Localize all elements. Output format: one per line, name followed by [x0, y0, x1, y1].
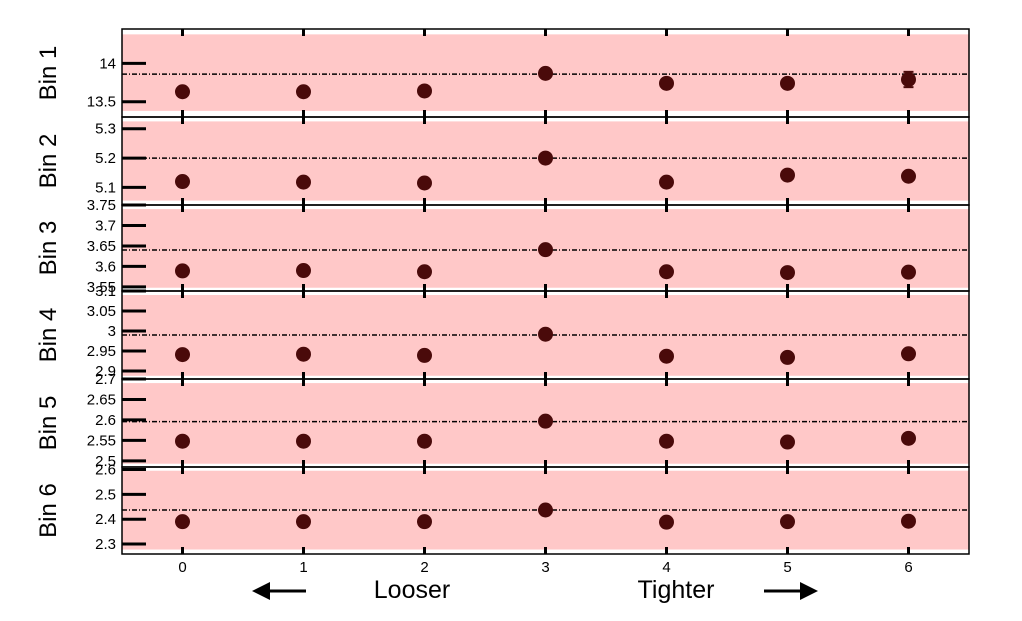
- data-point: [417, 514, 432, 530]
- y-tick-label: 2.9: [95, 363, 116, 380]
- data-point: [901, 430, 916, 446]
- y-tick-label: 3.6: [95, 258, 116, 275]
- data-point: [659, 348, 674, 364]
- bin-label: Bin 1: [35, 46, 62, 101]
- y-tick-label: 2.6: [95, 461, 116, 478]
- data-point: [538, 502, 553, 518]
- data-point: [659, 514, 674, 530]
- bin-label: Bin 4: [35, 308, 62, 363]
- data-point: [538, 326, 553, 342]
- data-point: [780, 434, 795, 450]
- data-point: [296, 84, 311, 100]
- y-tick-label: 3.1: [95, 283, 116, 300]
- x-tick-label: 1: [299, 559, 307, 576]
- y-tick-label: 5.1: [95, 179, 116, 196]
- data-point: [417, 433, 432, 449]
- tighter-label: Tighter: [638, 576, 715, 604]
- data-point: [780, 167, 795, 183]
- x-tick-label: 6: [904, 559, 912, 576]
- y-tick-label: 2.6: [95, 412, 116, 429]
- data-point: [659, 174, 674, 190]
- data-point: [175, 84, 190, 100]
- data-point: [659, 433, 674, 449]
- data-point: [901, 168, 916, 184]
- data-point: [417, 264, 432, 280]
- y-tick-label: 2.4: [95, 511, 116, 528]
- looser-label: Looser: [374, 576, 450, 604]
- data-point: [538, 413, 553, 429]
- bin-label: Bin 6: [35, 483, 62, 538]
- right-arrow-icon: [764, 582, 818, 600]
- data-point: [175, 514, 190, 530]
- data-point: [538, 150, 553, 166]
- y-tick-label: 3.05: [87, 303, 116, 320]
- y-tick-label: 2.5: [95, 486, 116, 503]
- footer: Looser Tighter: [252, 576, 818, 604]
- x-tick-label: 4: [662, 559, 670, 576]
- bin-label: Bin 3: [35, 221, 62, 276]
- x-tick-label: 3: [541, 559, 549, 576]
- data-point: [296, 514, 311, 530]
- y-tick-label: 2.7: [95, 371, 116, 388]
- y-tick-label: 2.65: [87, 391, 116, 408]
- data-point: [659, 75, 674, 91]
- y-tick-label: 2.55: [87, 432, 116, 449]
- x-tick-label: 5: [783, 559, 791, 576]
- data-point: [175, 347, 190, 363]
- data-point: [296, 346, 311, 362]
- left-arrow-icon: [252, 582, 306, 600]
- bin-label: Bin 5: [35, 396, 62, 451]
- y-tick-label: 5.2: [95, 150, 116, 167]
- y-tick-label: 3.55: [87, 279, 116, 296]
- data-point: [296, 433, 311, 449]
- data-point: [417, 83, 432, 99]
- y-tick-label: 13.5: [87, 94, 116, 111]
- data-point: [417, 175, 432, 191]
- y-tick-label: 14: [99, 55, 116, 72]
- y-tick-label: 2.95: [87, 343, 116, 360]
- y-tick-label: 2.5: [95, 453, 116, 470]
- y-tick-label: 2.3: [95, 536, 116, 553]
- data-point: [659, 264, 674, 280]
- y-tick-label: 3.7: [95, 217, 116, 234]
- y-tick-label: 3.65: [87, 238, 116, 255]
- data-point: [901, 264, 916, 280]
- data-point: [780, 265, 795, 281]
- y-tick-label: 3: [108, 323, 116, 340]
- x-axis: 0 1 2 3 4 5 6: [178, 559, 912, 576]
- panel-1: 13.5 14 Bin 1: [35, 28, 970, 118]
- data-point: [780, 514, 795, 530]
- data-point: [175, 263, 190, 279]
- data-point: [175, 174, 190, 190]
- data-point: [538, 242, 553, 258]
- data-point: [901, 346, 916, 362]
- data-point: [296, 263, 311, 279]
- y-tick-label: 3.75: [87, 197, 116, 214]
- data-point: [417, 347, 432, 363]
- data-point: [901, 513, 916, 529]
- data-point: [175, 433, 190, 449]
- x-tick-label: 2: [420, 559, 428, 576]
- bin-label: Bin 2: [35, 134, 62, 189]
- x-tick-label: 0: [178, 559, 186, 576]
- panel-frame: [121, 466, 970, 555]
- data-point: [780, 75, 795, 91]
- data-point: [901, 72, 916, 88]
- data-point: [780, 349, 795, 365]
- data-point: [538, 65, 553, 81]
- y-tick-label: 5.3: [95, 121, 116, 138]
- data-point: [296, 174, 311, 190]
